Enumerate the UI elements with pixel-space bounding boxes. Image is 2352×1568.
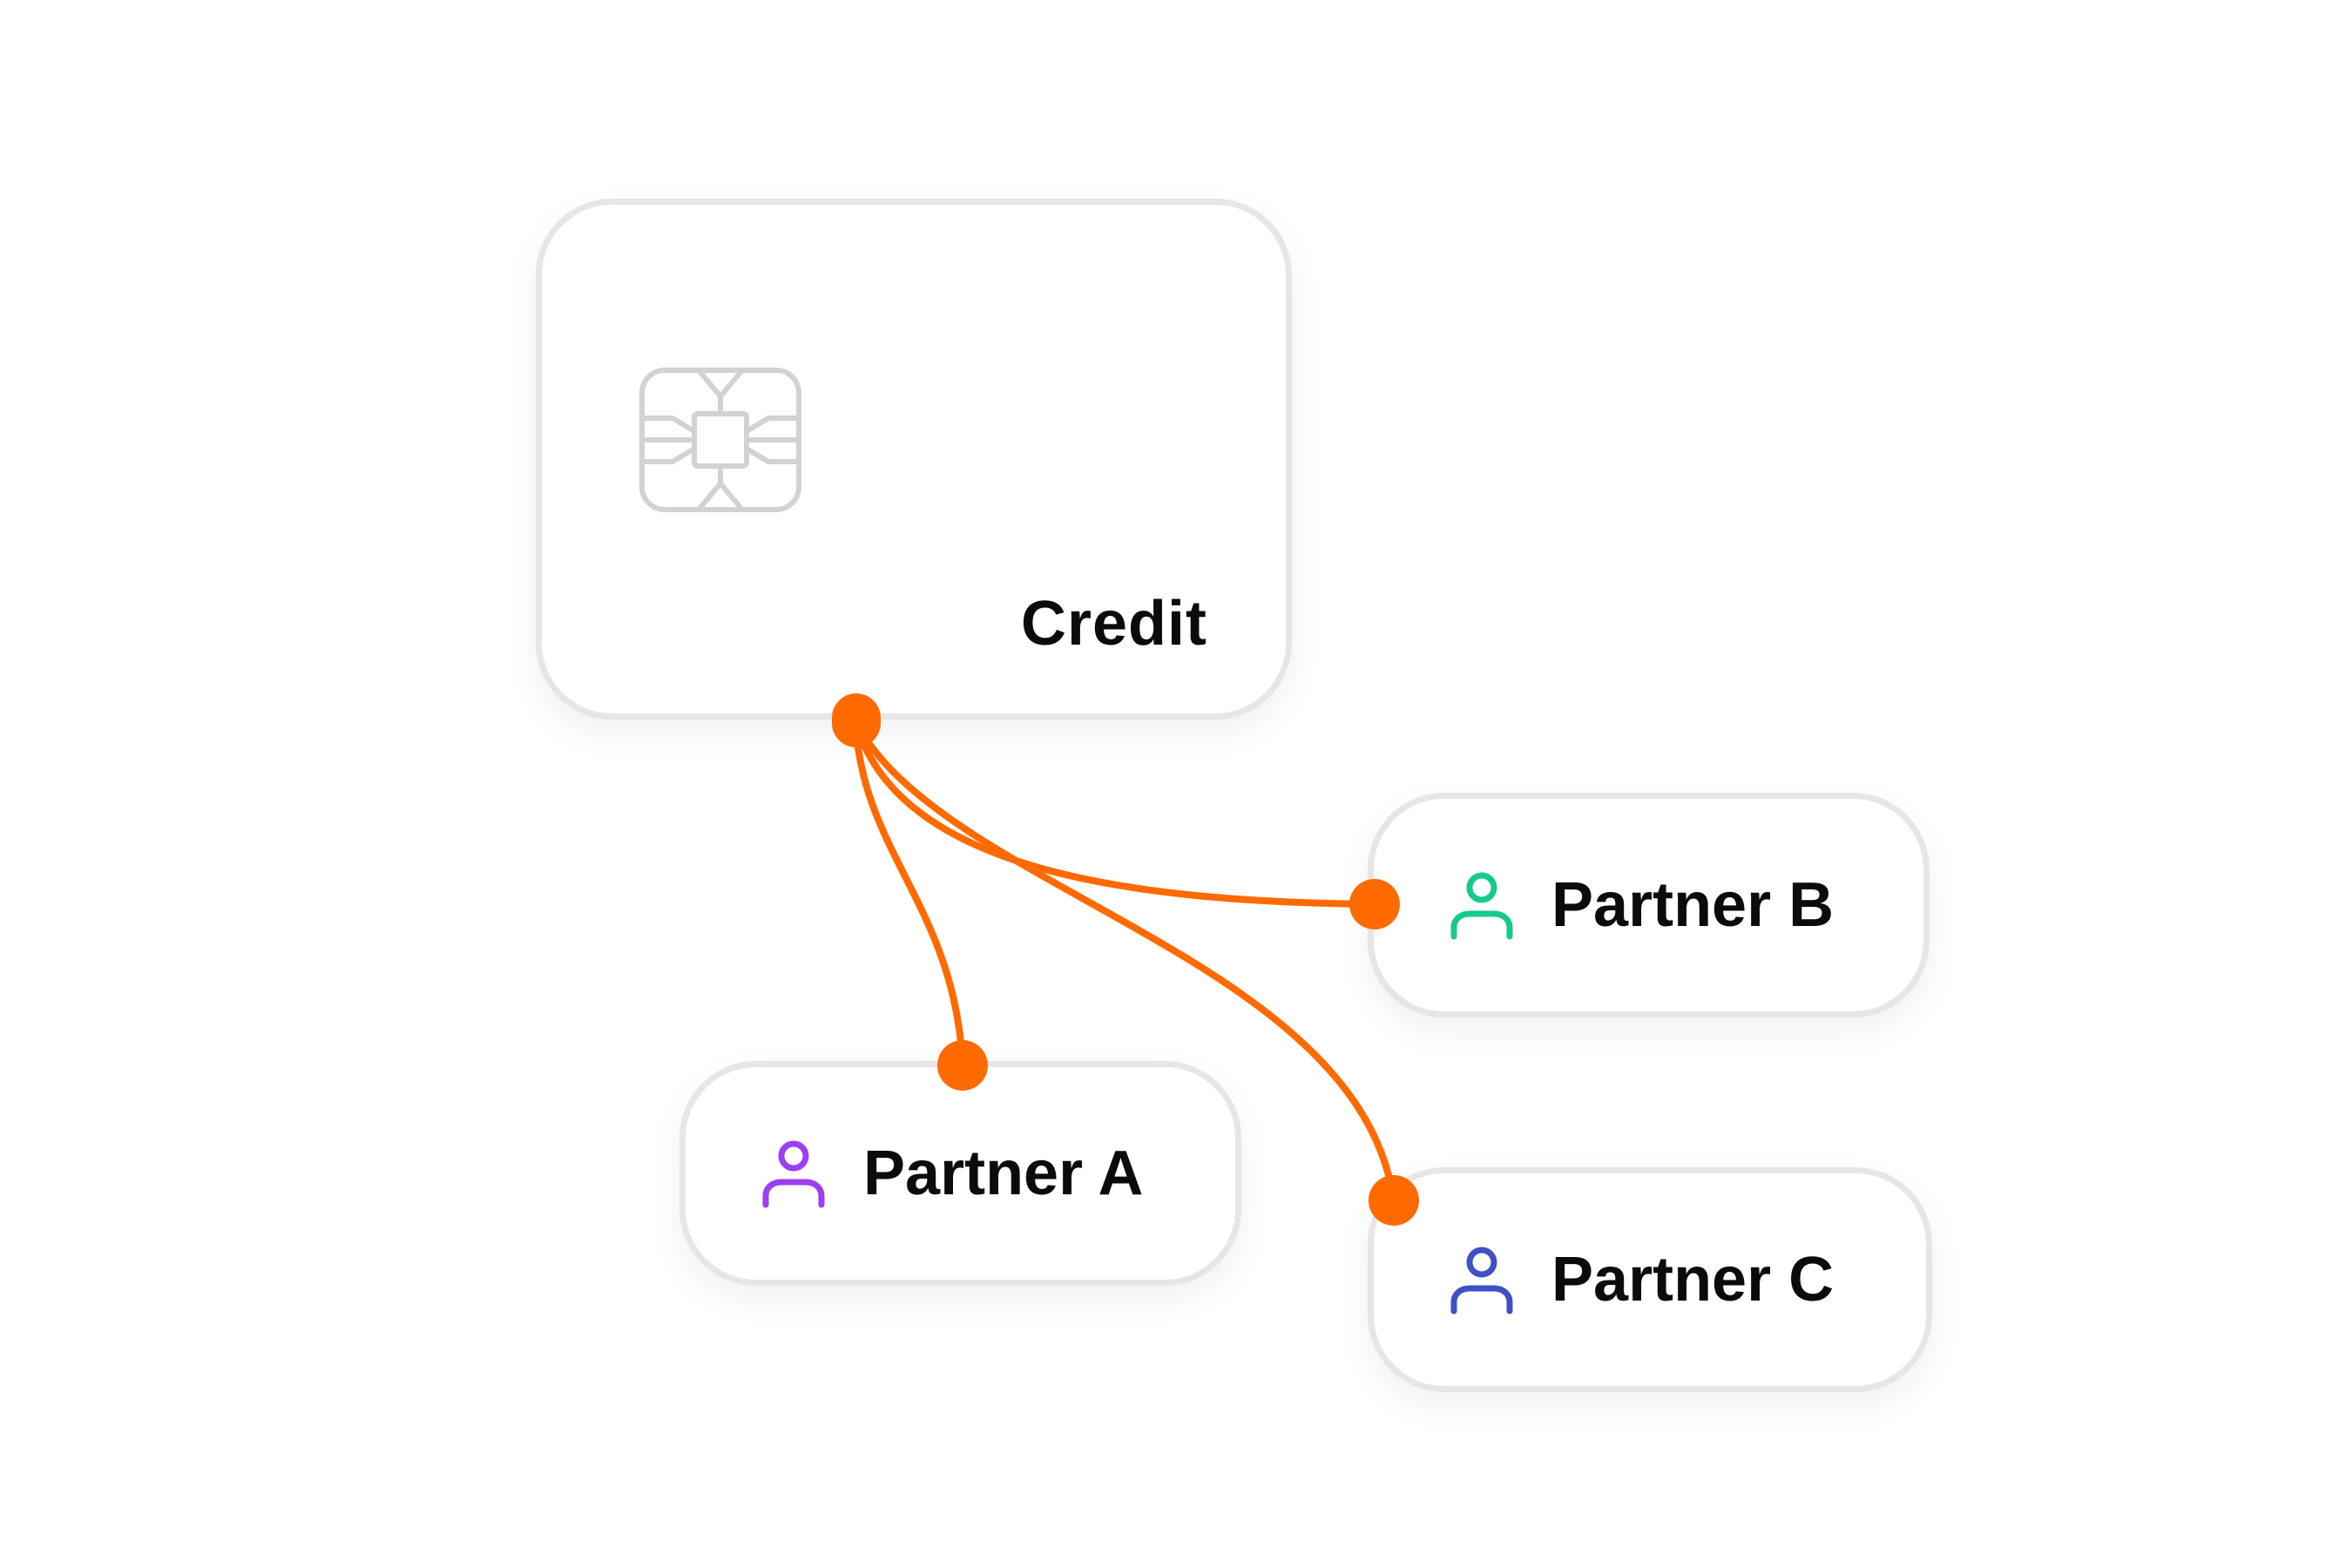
partner-c-label: Partner C (1551, 1245, 1835, 1315)
card-chip-icon (639, 368, 801, 512)
connector-credit-to-partner-a (852, 718, 966, 1066)
connector-credit-to-partner-b (852, 718, 1377, 908)
partner-c-node[interactable]: Partner C (1368, 1167, 1932, 1392)
credit-label: Credit (1020, 589, 1207, 659)
user-icon (1450, 1247, 1513, 1315)
partner-b-label: Partner B (1551, 870, 1835, 940)
partner-a-node[interactable]: Partner A (679, 1061, 1241, 1286)
credit-card-node[interactable]: Credit (536, 199, 1292, 720)
user-icon (1450, 872, 1513, 940)
partner-a-label: Partner A (863, 1139, 1144, 1208)
user-icon (762, 1140, 825, 1208)
partner-b-node[interactable]: Partner B (1368, 793, 1930, 1017)
